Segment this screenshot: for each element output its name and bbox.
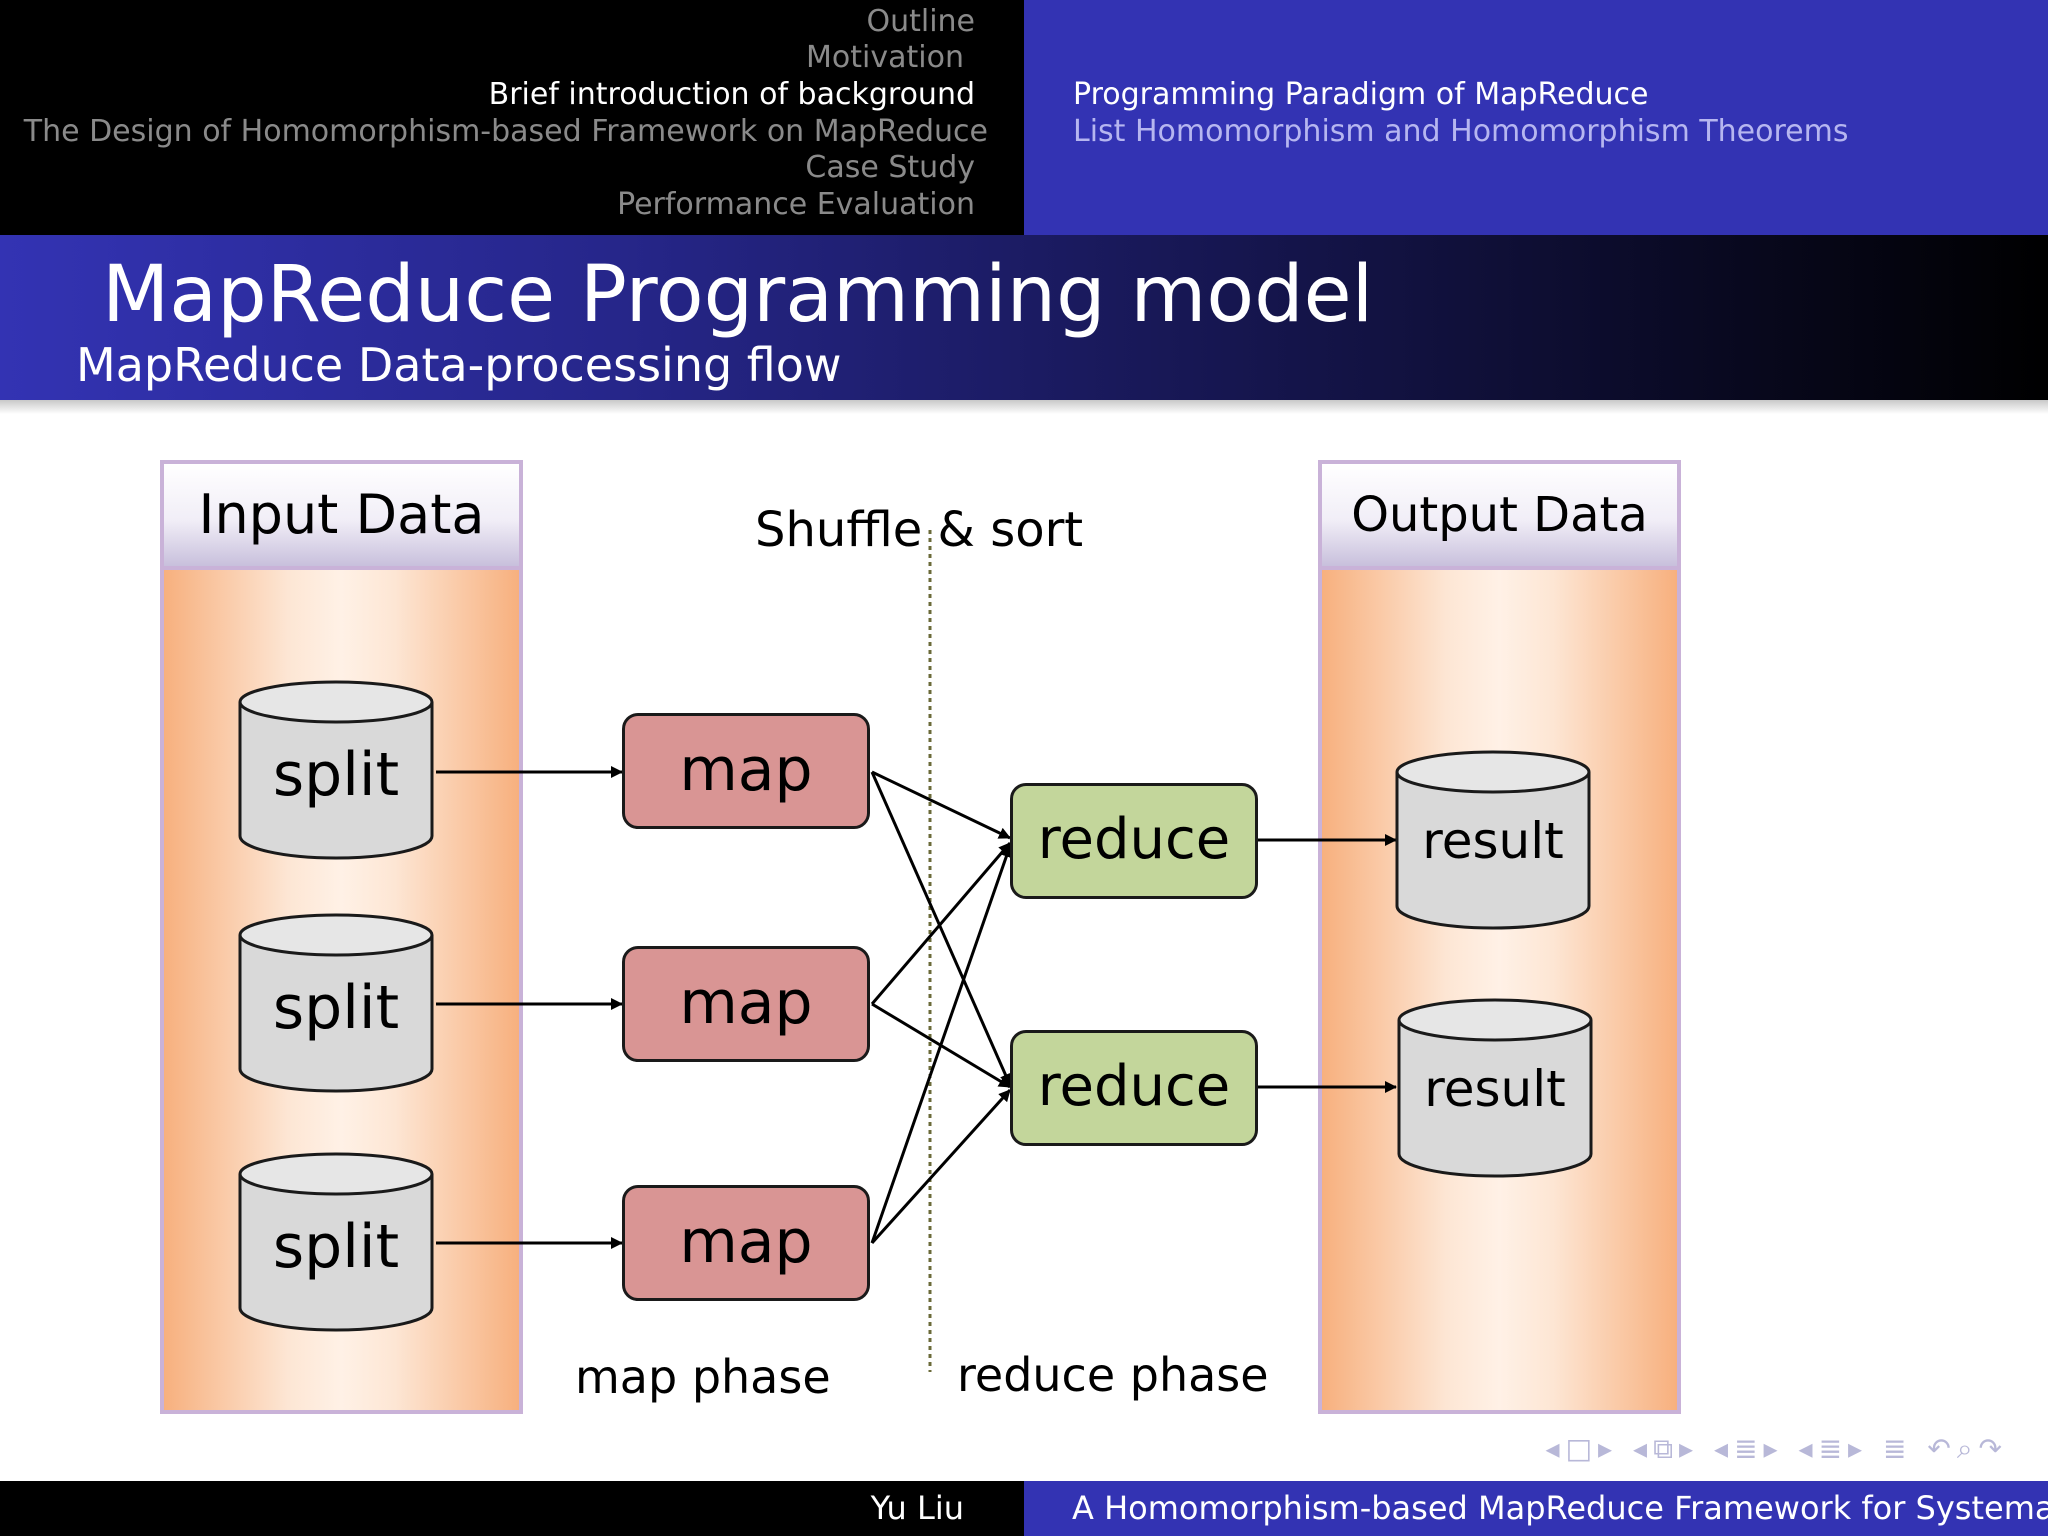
split-storage-2: split [237,913,435,1095]
nav-section-design[interactable]: The Design of Homomorphism-based Framewo… [23,114,988,149]
split-label: split [272,973,400,1043]
reduce-phase-label: reduce phase [957,1348,1269,1402]
footer-author: Yu Liu [870,1489,964,1527]
nav-section-case-study[interactable]: Case Study [805,150,975,185]
output-data-panel [1318,566,1681,1414]
arrow-map3-reduce2 [870,1088,1012,1245]
menu-nav-icon[interactable]: ≣ [1883,1432,1913,1465]
database-cylinder-icon [1397,998,1593,1178]
frame-subtitle: MapReduce Data-processing flow [76,338,842,392]
nav-section-motivation[interactable]: Motivation [806,40,964,75]
arrow-map1-reduce1 [871,770,1011,840]
document-nav-icon[interactable]: ◂≣▸ [1798,1432,1869,1465]
database-cylinder-icon [238,913,434,1093]
database-cylinder-icon [1395,750,1591,930]
beamer-navigation-symbols: ◂□▸ ◂⧉▸ ◂≣▸ ◂≣▸ ≣ ↶⌕↷ [1546,1432,2008,1466]
split-storage-3: split [237,1152,435,1334]
split-label: split [272,740,400,810]
output-data-header: Output Data [1318,460,1681,570]
section-navigation: Outline Motivation Brief introduction of… [0,0,1024,235]
arrow-map2-reduce1 [870,842,1012,1005]
undo-icon[interactable]: ↶ [1927,1432,1957,1465]
nav-section-outline[interactable]: Outline [866,4,975,39]
nav-subsection-paradigm[interactable]: Programming Paradigm of MapReduce [1073,77,1649,112]
reduce-box-1: reduce [1010,783,1258,899]
section-nav-icon[interactable]: ◂≣▸ [1714,1432,1784,1465]
search-icon[interactable]: ⌕ [1956,1432,1979,1465]
footer-title-bar: A Homomorphism-based MapReduce Framework… [1024,1481,2048,1536]
input-data-title: Input Data [198,483,485,546]
subsection-nav-icon[interactable]: ◂⧉▸ [1633,1432,1700,1465]
split-label: split [272,1212,400,1282]
arrow-map1-reduce2 [870,771,1012,1086]
arrow-map3-reduce1 [870,845,1013,1244]
nav-section-performance[interactable]: Performance Evaluation [617,187,975,222]
redo-icon[interactable]: ↷ [1978,1432,2008,1465]
result-storage-2: result [1396,998,1594,1180]
split-storage-1: split [237,680,435,862]
output-data-title: Output Data [1351,487,1648,543]
map-box-3: map [622,1185,870,1301]
nav-section-background[interactable]: Brief introduction of background [488,77,975,112]
input-data-header: Input Data [160,460,523,570]
frame-title-bar [0,235,2048,400]
shuffle-sort-label: Shuffle & sort [755,502,1084,558]
subsection-navigation: Programming Paradigm of MapReduce List H… [1024,0,2048,235]
footer-author-bar: Yu Liu [0,1481,1024,1536]
frame-title: MapReduce Programming model [102,250,1374,340]
nav-subsection-homomorphism[interactable]: List Homomorphism and Homomorphism Theor… [1073,114,1849,149]
result-label: result [1422,812,1564,870]
footer-talk-title: A Homomorphism-based MapReduce Framework… [1072,1489,2048,1527]
frame-nav-icon[interactable]: ◂□▸ [1545,1432,1619,1465]
map-box-1: map [622,713,870,829]
result-storage-1: result [1394,750,1592,932]
map-phase-label: map phase [575,1350,831,1404]
title-shadow [0,400,2048,414]
database-cylinder-icon [238,1152,434,1332]
reduce-box-2: reduce [1010,1030,1258,1146]
database-cylinder-icon [238,680,434,860]
result-label: result [1424,1060,1566,1118]
map-box-2: map [622,946,870,1062]
